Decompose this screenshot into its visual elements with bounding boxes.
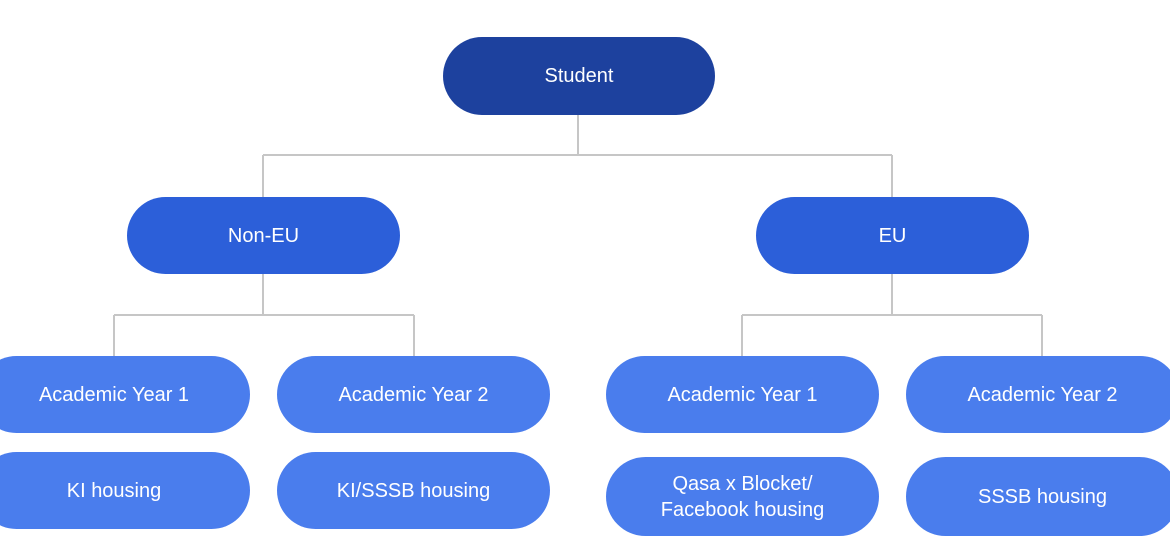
node-student: Student <box>443 37 715 115</box>
node-eu-housing-year-2: SSSB housing <box>906 457 1170 536</box>
node-eu: EU <box>756 197 1029 274</box>
node-label: SSSB housing <box>978 485 1107 508</box>
node-student-label: Student <box>544 65 614 87</box>
node-eu-label: EU <box>878 224 907 247</box>
node-label: Academic Year 1 <box>667 383 818 406</box>
node-label: Academic Year 2 <box>967 383 1118 406</box>
node-non-eu-label: Non-EU <box>227 224 300 247</box>
node-non-eu-housing-year-1: KI housing <box>0 452 250 529</box>
node-eu-housing-year-1: Qasa x Blocket/ Facebook housing <box>606 457 879 536</box>
node-eu-academic-year-2: Academic Year 2 <box>906 356 1170 433</box>
node-non-eu-academic-year-2: Academic Year 2 <box>277 356 550 433</box>
node-eu-academic-year-1: Academic Year 1 <box>606 356 879 433</box>
node-non-eu: Non-EU <box>127 197 400 274</box>
node-label: KI/SSSB housing <box>336 479 491 502</box>
node-label: Qasa x Blocket/ Facebook housing <box>660 472 825 521</box>
node-non-eu-academic-year-1: Academic Year 1 <box>0 356 250 433</box>
node-label: Academic Year 2 <box>338 383 489 406</box>
node-label: KI housing <box>66 479 162 502</box>
node-label: Academic Year 1 <box>38 383 190 406</box>
node-non-eu-housing-year-2: KI/SSSB housing <box>277 452 550 529</box>
